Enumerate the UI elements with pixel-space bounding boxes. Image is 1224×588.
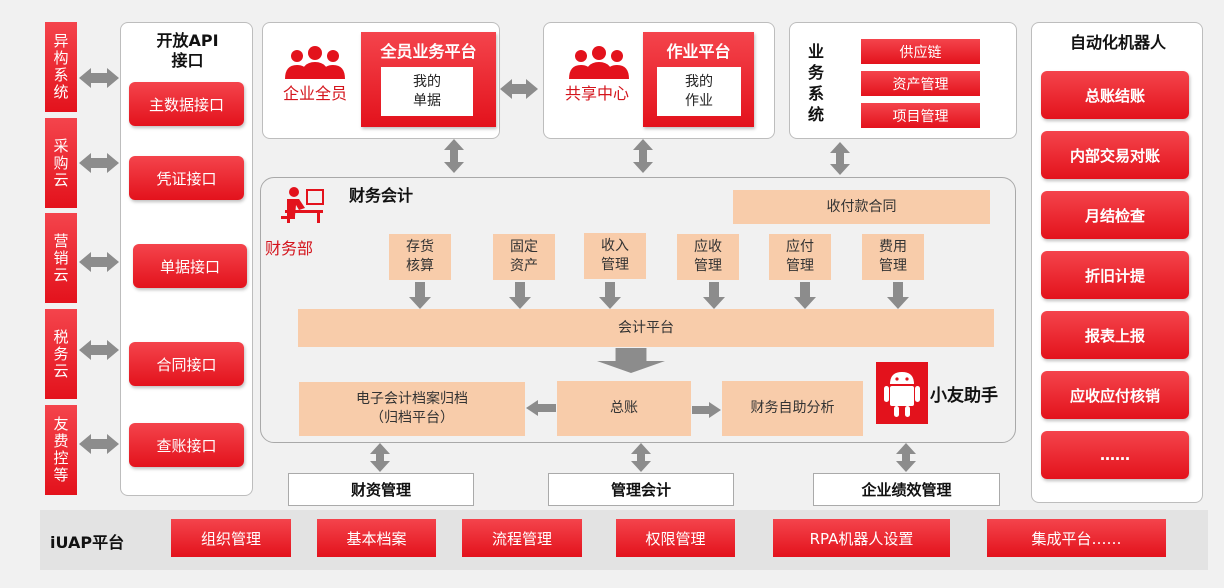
business-item-1[interactable]: 资产管理 xyxy=(861,71,980,96)
iuap-item-4[interactable]: RPA机器人设置 xyxy=(773,519,950,557)
finance-module-1[interactable]: 固定 资产 xyxy=(493,234,555,280)
business-item-0[interactable]: 供应链 xyxy=(861,39,980,64)
finance-up-arrow-icon xyxy=(633,139,653,173)
left-arrow-icon xyxy=(79,252,119,272)
my-work-box[interactable]: 我的 作业 xyxy=(657,67,741,116)
robot-item-5[interactable]: 应收应付核销 xyxy=(1041,371,1189,419)
api-item-4[interactable]: 查账接口 xyxy=(129,423,244,467)
iuap-item-3[interactable]: 权限管理 xyxy=(616,519,735,557)
all-staff-label: 企业全员 xyxy=(282,84,347,103)
iuap-item-5[interactable]: 集成平台…… xyxy=(987,519,1166,557)
business-item-2[interactable]: 项目管理 xyxy=(861,103,980,128)
module-down-arrow-icon xyxy=(794,282,816,309)
api-item-0[interactable]: 主数据接口 xyxy=(129,82,244,126)
finance-module-4[interactable]: 应付 管理 xyxy=(769,234,831,280)
module-down-arrow-icon xyxy=(509,282,531,309)
top-link-arrow-icon xyxy=(500,79,538,99)
robot-item-4[interactable]: 报表上报 xyxy=(1041,311,1189,359)
iuap-item-0[interactable]: 组织管理 xyxy=(171,519,291,557)
assistant-label[interactable]: 小友助手 xyxy=(930,386,998,406)
left-arrow-icon xyxy=(79,434,119,454)
finance-module-2[interactable]: 收入 管理 xyxy=(584,233,646,279)
shared-center-label: 共享中心 xyxy=(564,84,629,103)
robot-title: 自动化机器人 xyxy=(1069,33,1166,52)
finance-title: 财务会计 xyxy=(349,186,414,205)
robot-item-6[interactable]: …… xyxy=(1041,431,1189,479)
robot-item-0[interactable]: 总账结账 xyxy=(1041,71,1189,119)
api-item-2[interactable]: 单据接口 xyxy=(133,244,247,288)
iuap-title: iUAP平台 xyxy=(50,533,125,552)
iuap-item-1[interactable]: 基本档案 xyxy=(317,519,436,557)
finance-up-arrow-icon xyxy=(830,142,850,175)
left-system-4[interactable]: 友费控等 xyxy=(45,405,77,495)
module-down-arrow-icon xyxy=(703,282,725,309)
iuap-item-2[interactable]: 流程管理 xyxy=(462,519,582,557)
robot-item-3[interactable]: 折旧计提 xyxy=(1041,251,1189,299)
bottom-arrow-icon xyxy=(370,443,390,472)
accountant-icon xyxy=(281,187,324,223)
finance-module-0[interactable]: 存货 核算 xyxy=(389,234,451,280)
bottom-arrow-icon xyxy=(896,443,916,472)
robot-item-2[interactable]: 月结检查 xyxy=(1041,191,1189,239)
open-api-title: 开放API 接口 xyxy=(156,31,219,70)
api-item-1[interactable]: 凭证接口 xyxy=(129,156,244,200)
module-down-arrow-icon xyxy=(599,282,621,309)
platform-down-arrow-icon xyxy=(597,348,665,373)
my-documents-box[interactable]: 我的 单据 xyxy=(381,67,473,116)
robot-item-1[interactable]: 内部交易对账 xyxy=(1041,131,1189,179)
payment-contract[interactable]: 收付款合同 xyxy=(733,190,990,224)
ledger-to-analysis-arrow-icon xyxy=(692,402,721,418)
all-staff-platform-title: 全员业务平台 xyxy=(380,42,477,61)
finance-module-3[interactable]: 应收 管理 xyxy=(677,234,739,280)
left-arrow-icon xyxy=(79,340,119,360)
finance-dept-label: 财务部 xyxy=(265,239,314,258)
finance-up-arrow-icon xyxy=(444,139,464,173)
left-system-3[interactable]: 税务云 xyxy=(45,309,77,399)
left-arrow-icon xyxy=(79,153,119,173)
left-system-1[interactable]: 采购云 xyxy=(45,118,77,208)
left-system-0[interactable]: 异构系统 xyxy=(45,22,77,112)
e-archive-box[interactable]: 电子会计档案归档 （归档平台） xyxy=(299,382,525,436)
module-down-arrow-icon xyxy=(887,282,909,309)
people-icon xyxy=(569,46,629,79)
general-ledger[interactable]: 总账 xyxy=(557,381,691,436)
android-icon xyxy=(884,372,920,417)
bottom-arrow-icon xyxy=(631,443,651,472)
finance-module-5[interactable]: 费用 管理 xyxy=(862,234,924,280)
module-down-arrow-icon xyxy=(409,282,431,309)
left-system-2[interactable]: 营销云 xyxy=(45,213,77,303)
left-arrow-icon xyxy=(79,68,119,88)
ledger-to-archive-arrow-icon xyxy=(526,400,556,416)
business-system-title: 业 务 系 统 xyxy=(807,42,824,124)
management-accounting[interactable]: 管理会计 xyxy=(548,473,734,506)
treasury-management[interactable]: 财资管理 xyxy=(288,473,474,506)
people-icon xyxy=(285,46,345,79)
accounting-platform[interactable]: 会计平台 xyxy=(298,309,994,347)
operation-platform-title: 作业平台 xyxy=(666,42,731,61)
api-item-3[interactable]: 合同接口 xyxy=(129,342,244,386)
self-service-analysis[interactable]: 财务自助分析 xyxy=(722,381,863,436)
performance-management[interactable]: 企业绩效管理 xyxy=(813,473,1000,506)
